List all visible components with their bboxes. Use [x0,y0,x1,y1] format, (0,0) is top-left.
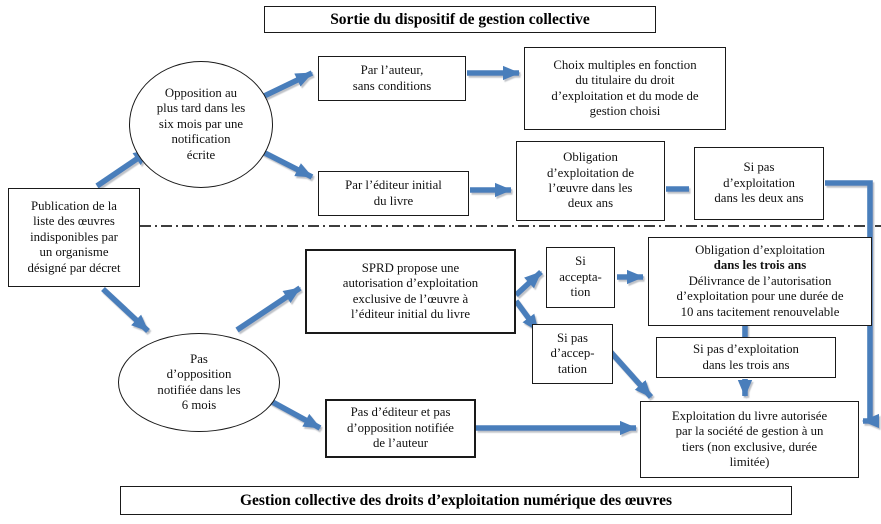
arrow-opposition-to-par-editeur [257,147,314,180]
node-par-auteur: Par l’auteur, sans conditions [318,56,466,101]
arrow-sprd-to-si-acceptation [514,269,543,298]
node-si-acceptation: Si accepta- tion [546,247,615,308]
node-obligation-deux-ans: Obligation d’exploitation de l’œuvre dan… [516,141,665,221]
node-sprd-propose: SPRD propose une autorisation d’exploita… [305,249,516,334]
arrow-si-pas-acceptation-to-exploitation [605,347,654,399]
title-bottom-banner: Gestion collective des droits d’exploita… [120,486,792,515]
node-opposition-ellipse: Opposition au plus tard dans les six moi… [129,61,273,188]
node-par-editeur-initial: Par l’éditeur initial du livre [318,171,469,216]
arrow-publication-to-pas-opposition [101,286,150,334]
arrow-opposition-to-par-auteur [256,70,314,102]
node-obligation-trois-ans: Obligation d’exploitation dans les trois… [648,237,872,326]
node-si-pas-exploitation-deux-ans: Si pas d’exploitation dans les deux ans [694,147,824,220]
obligation-trois-line1: Obligation d’exploitation [695,243,825,258]
node-publication-liste: Publication de la liste des œuvres indis… [8,188,140,287]
node-pas-editeur: Pas d’éditeur et pas d’opposition notifi… [325,399,476,458]
node-si-pas-exploitation-trois-ans: Si pas d’exploitation dans les trois ans [656,337,836,378]
obligation-trois-bold: dans les trois ans [713,258,807,273]
title-top-banner: Sortie du dispositif de gestion collecti… [264,6,656,33]
node-pas-opposition-ellipse: Pas d’opposition notifiée dans les 6 moi… [118,333,280,432]
obligation-trois-rest: Délivrance de l’autorisation d’exploitat… [676,273,844,319]
node-exploitation-tiers: Exploitation du livre autorisée par la s… [640,401,859,478]
node-si-pas-acceptation: Si pas d’accep- tation [532,324,613,384]
node-choix-multiples: Choix multiples en fonction du titulaire… [524,47,726,130]
arrow-pas-opposition-to-sprd [235,285,302,333]
